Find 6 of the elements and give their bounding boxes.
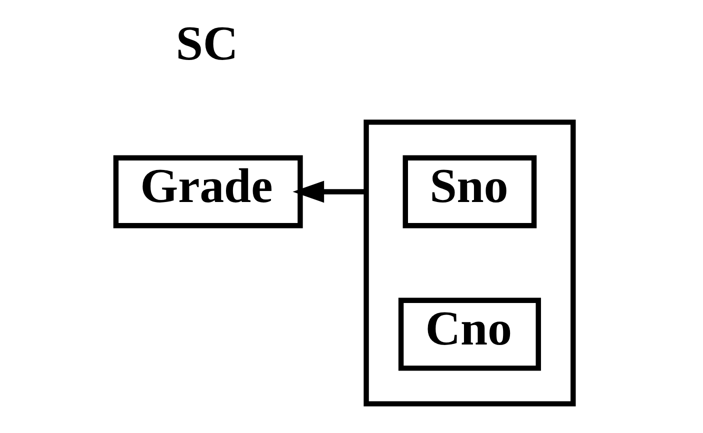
- node-box: Sno: [402, 155, 537, 228]
- node-box: Grade: [113, 155, 303, 228]
- cluster: [364, 120, 576, 406]
- label: SC: [176, 16, 238, 70]
- node-box: Cno: [398, 298, 541, 371]
- arrow: [292, 180, 366, 203]
